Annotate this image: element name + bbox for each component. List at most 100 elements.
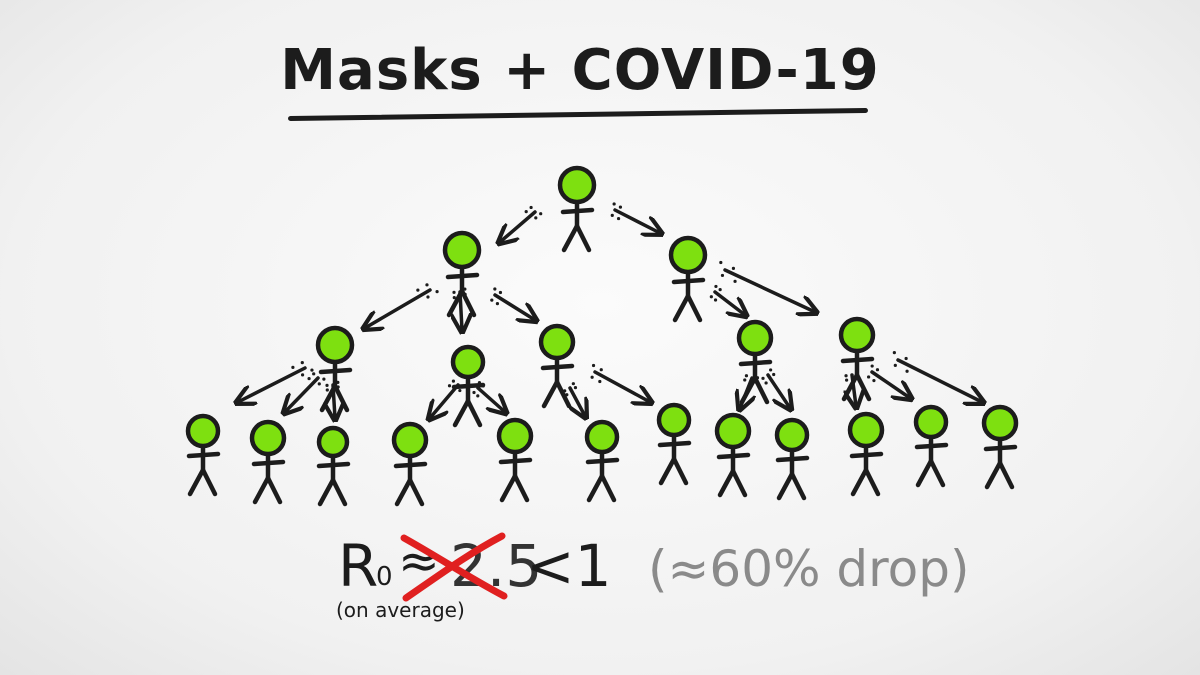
droplet-dot (591, 363, 596, 368)
droplet-dot (598, 379, 602, 384)
droplet-dot (870, 364, 874, 368)
drop-note: (≈60% drop) (648, 540, 970, 598)
droplet-dot (426, 295, 430, 299)
patient-zero-person (557, 165, 597, 253)
infected-person (714, 412, 752, 498)
infected-person (913, 404, 949, 488)
infected-person (442, 230, 482, 318)
droplet-dot (872, 378, 876, 383)
droplet-dot (719, 260, 723, 265)
droplet-dot (599, 368, 603, 372)
droplet-dot (610, 213, 614, 217)
droplet-dot (425, 283, 429, 287)
droplet-dot (300, 361, 304, 365)
droplet-dot (325, 383, 329, 387)
r-symbol: R (338, 532, 379, 600)
r-subscript: 0 (376, 562, 393, 592)
droplet-dot (476, 394, 480, 398)
droplet-dot (498, 290, 503, 295)
droplet-dot (524, 210, 528, 214)
droplet-dot (310, 368, 314, 372)
droplet-dot (495, 301, 500, 306)
droplet-dot (300, 373, 305, 377)
droplet-dot (713, 298, 718, 302)
infected-person (736, 319, 774, 405)
infected-person (656, 402, 692, 486)
droplet-dot (571, 382, 575, 386)
droplet-dot (539, 212, 543, 216)
transmission-arrow (285, 376, 320, 412)
average-note: (on average) (336, 598, 465, 622)
droplet-dot (761, 376, 765, 380)
strike-through-cross (400, 532, 508, 602)
transmission-arrow (713, 290, 745, 315)
droplet-dot (718, 288, 722, 292)
infected-person (847, 411, 885, 497)
droplet-dot (905, 369, 909, 373)
droplet-dot (325, 388, 329, 392)
droplet-dot (590, 375, 594, 379)
droplet-dot (618, 205, 623, 209)
infected-person (315, 325, 355, 413)
transmission-arrow (896, 358, 982, 402)
droplet-dot (317, 382, 321, 386)
droplet-dot (892, 350, 896, 355)
infected-person (316, 425, 351, 507)
infected-person (838, 316, 876, 402)
infected-person (981, 404, 1019, 490)
droplet-dot (744, 374, 749, 378)
transmission-arrow (723, 268, 815, 312)
transmission-arrow (593, 370, 650, 402)
infected-person (496, 417, 534, 503)
droplet-dot (772, 372, 776, 377)
droplet-dot (845, 378, 849, 382)
droplet-dot (709, 295, 713, 299)
droplet-dot (435, 290, 439, 294)
infected-person (391, 421, 429, 507)
transmission-arrow (613, 208, 660, 233)
droplet-dot (472, 390, 476, 395)
droplet-dot (490, 298, 494, 302)
droplet-dot (714, 284, 718, 289)
transmission-arrow (238, 366, 307, 402)
droplet-dot (307, 376, 311, 381)
infected-person (185, 413, 221, 497)
transmission-arrow (766, 373, 790, 408)
droplet-dot (844, 374, 848, 378)
droplet-dot (416, 288, 420, 292)
droplet-dot (720, 273, 725, 278)
droplet-dot (616, 216, 621, 221)
droplet-dot (312, 372, 316, 376)
droplet-dot (904, 356, 908, 361)
infected-person (450, 344, 486, 428)
droplet-dot (452, 296, 456, 300)
transmission-arrow (493, 293, 535, 320)
droplet-dot (867, 375, 871, 379)
infected-person (538, 323, 576, 409)
transmission-arrow (430, 383, 460, 418)
infected-person (668, 235, 708, 323)
droplet-dot (731, 266, 736, 271)
droplet-dot (447, 384, 452, 388)
droplet-dot (573, 385, 578, 390)
droplet-dot (529, 205, 533, 210)
droplet-dot (769, 368, 773, 372)
droplet-dot (764, 381, 768, 385)
droplet-dot (452, 290, 456, 294)
transmission-arrow (570, 386, 585, 416)
droplet-dot (893, 363, 897, 367)
transmission-arrow (870, 370, 910, 398)
droplet-dot (534, 216, 538, 220)
droplet-dot (458, 388, 462, 393)
droplet-dot (612, 202, 616, 206)
droplet-dot (493, 287, 497, 291)
page-title: Masks + COVID-19 (280, 38, 880, 103)
droplet-dot (322, 377, 326, 381)
infected-person (774, 417, 810, 501)
infected-person (584, 419, 620, 503)
droplet-dot (875, 368, 880, 372)
droplet-dot (733, 279, 737, 283)
droplet-dot (291, 365, 295, 370)
